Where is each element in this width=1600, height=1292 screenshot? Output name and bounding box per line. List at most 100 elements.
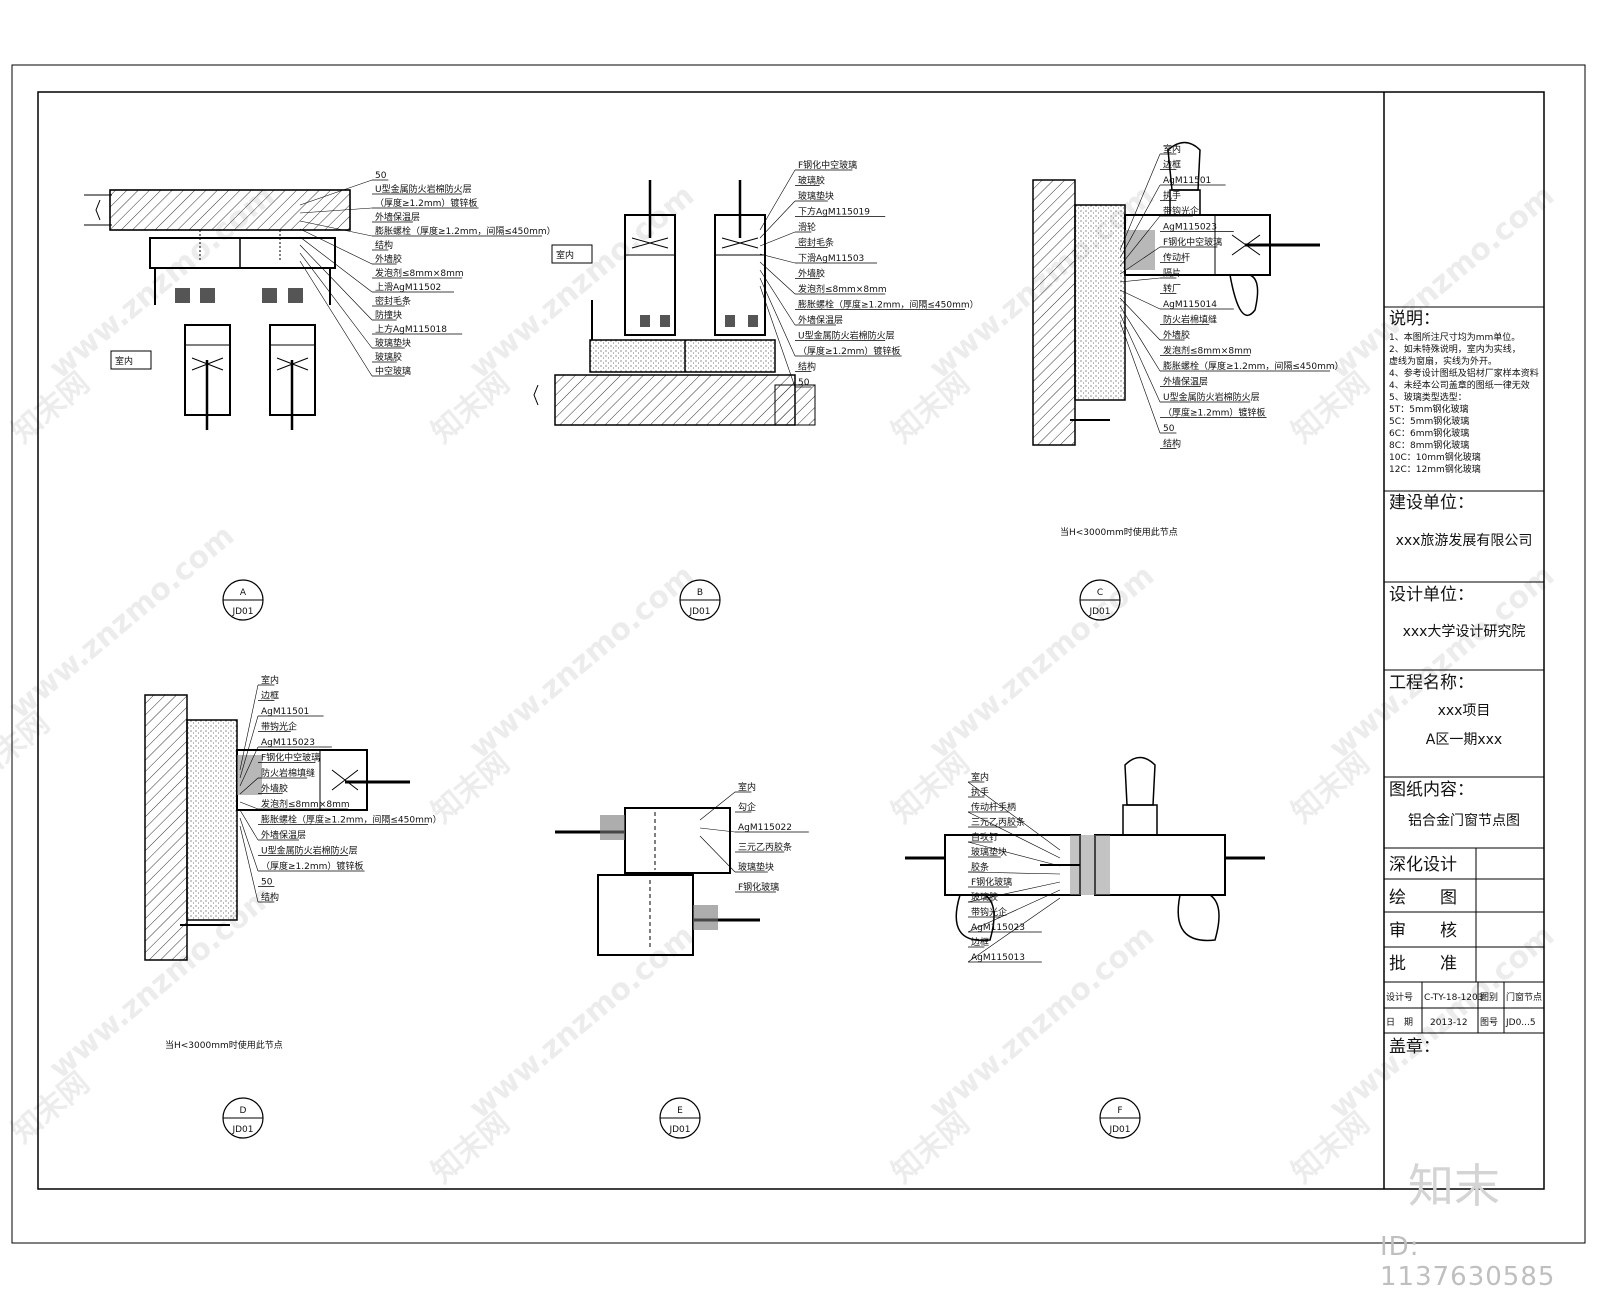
watermark-brand: 知末网 <box>1285 1106 1376 1191</box>
detail-letter: B <box>697 588 703 598</box>
detail-f-label: 带钩光企 <box>971 906 1007 918</box>
detail-f <box>905 756 1265 942</box>
detail-a-label: 膨胀螺栓（厚度≥1.2mm，间隔≤450mm） <box>375 225 556 237</box>
detail-b-label: 下滑AgM11503 <box>798 253 864 264</box>
detail-b-label: U型金属防火岩棉防火层 <box>798 330 895 342</box>
detail-e-label: 勾企 <box>738 801 756 813</box>
detail-letter: E <box>677 1106 683 1116</box>
designer-label: 设计单位： <box>1389 585 1474 605</box>
note-line: 1、本图所注尺寸均为mm单位。 <box>1389 331 1520 343</box>
detail-d-label: F钢化中空玻璃 <box>261 752 320 764</box>
content-label: 图纸内容： <box>1389 780 1474 800</box>
sheet-no-label: 图号 <box>1480 1017 1498 1028</box>
detail-b-label: 膨胀螺栓（厚度≥1.2mm，间隔≤450mm） <box>798 299 979 311</box>
detail-b-label: 结构 <box>798 361 816 373</box>
detail-e <box>555 807 760 956</box>
detail-d-label: 防火岩棉填缝 <box>261 767 315 779</box>
detail-c-label: 结构 <box>1163 438 1181 450</box>
detail-c <box>1032 141 1320 446</box>
detail-b-label: 玻璃垫块 <box>798 190 834 202</box>
note-line: 6C：6mm钢化玻璃 <box>1389 427 1469 439</box>
detail-b-label: 密封毛条 <box>798 237 834 249</box>
detail-e-label: 玻璃垫块 <box>738 861 774 873</box>
detail-b-label: 50 <box>798 378 810 388</box>
detail-c-note: 当H<3000mm时使用此节点 <box>1060 526 1178 538</box>
detail-f-label: 执手 <box>971 786 989 798</box>
project-line1: xxx项目 <box>1438 703 1491 719</box>
outer-border <box>11 64 1586 1244</box>
detail-b-label: 滑轮 <box>798 221 816 233</box>
detail-d-label: AgM115023 <box>261 738 315 748</box>
detail-b-label: F钢化中空玻璃 <box>798 159 857 171</box>
detail-a-label: 玻璃垫块 <box>375 337 411 349</box>
note-line: 2、如未特殊说明，室内为实线， <box>1389 343 1521 355</box>
watermark-brand: 知末网 <box>885 1106 976 1191</box>
detail-f-label: 玻璃垫块 <box>971 846 1007 858</box>
note-line: 10C：10mm钢化玻璃 <box>1389 451 1481 463</box>
watermark-brand: 知末网 <box>0 706 57 791</box>
detail-f-label: AgM115013 <box>971 953 1025 963</box>
watermark-brand: 知末网 <box>425 1106 516 1191</box>
detail-d-label: U型金属防火岩棉防火层 <box>261 845 358 857</box>
detail-d-label: 带钩光企 <box>261 721 297 733</box>
detail-f-label: 三元乙丙胶条 <box>971 816 1025 828</box>
detail-f-label: 自攻钉 <box>971 831 998 843</box>
watermark-brand: 知末网 <box>885 366 976 451</box>
detail-d-label: 50 <box>261 878 273 888</box>
detail-letter: D <box>240 1106 247 1116</box>
detail-d-label: 边框 <box>261 690 279 702</box>
detail-c-label: F钢化中空玻璃 <box>1163 236 1222 248</box>
detail-b-label: 发泡剂≤8mm×8mm <box>798 283 887 295</box>
detail-a-label: 上方AgM115018 <box>375 323 447 335</box>
detail-c-label: 转厂 <box>1163 283 1181 295</box>
seal-label: 盖章： <box>1389 1037 1440 1057</box>
detail-a-label: 外墙胶 <box>375 253 402 265</box>
detail-sheet-ref: JD01 <box>1108 1125 1130 1135</box>
client-label: 建设单位： <box>1389 493 1474 513</box>
detail-sheet-ref: JD01 <box>688 607 710 617</box>
detail-c-label: AgM11501 <box>1163 176 1211 186</box>
detail-b-label: 外墙保温层 <box>798 314 843 326</box>
detail-d-label: 膨胀螺栓（厚度≥1.2mm，间隔≤450mm） <box>261 814 442 826</box>
project-label: 工程名称： <box>1389 673 1474 693</box>
designer-name: xxx大学设计研究院 <box>1403 624 1526 640</box>
role-label: 绘 图 <box>1389 888 1457 908</box>
category-label: 图别 <box>1480 992 1498 1003</box>
detail-d-label: 外墙胶 <box>261 783 288 795</box>
detail-f-label: 玻璃胶 <box>971 891 998 903</box>
note-line: 虚线为窗扇，实线为外开。 <box>1389 355 1497 367</box>
detail-c-label: （厚度≥1.2mm）镀锌板 <box>1163 407 1265 419</box>
watermark-brand: 知末网 <box>5 1066 96 1151</box>
note-line: 5C：5mm钢化玻璃 <box>1389 415 1469 427</box>
detail-d-label: 室内 <box>261 674 279 686</box>
date-label: 日 期 <box>1386 1017 1413 1028</box>
detail-a-label: 上滑AgM11502 <box>375 282 441 293</box>
note-line: 5T：5mm钢化玻璃 <box>1389 403 1468 415</box>
role-label: 深化设计 <box>1389 855 1457 875</box>
detail-b-label: 外墙胶 <box>798 268 825 280</box>
detail-a-label: 玻璃胶 <box>375 351 402 363</box>
title-block-grid <box>1384 306 1544 1034</box>
detail-c-label: 外墙保温层 <box>1163 376 1208 388</box>
detail-d-note: 当H<3000mm时使用此节点 <box>165 1039 283 1051</box>
detail-d-label: AgM11501 <box>261 707 309 717</box>
detail-f-label: 胶条 <box>971 861 989 873</box>
detail-c-label: 外墙胶 <box>1163 329 1190 341</box>
detail-f-label: AgM115023 <box>971 923 1025 933</box>
detail-a-label: （厚度≥1.2mm）镀锌板 <box>375 197 477 209</box>
detail-c-label: 室内 <box>1163 143 1181 155</box>
watermark-brand: 知末网 <box>885 746 976 831</box>
detail-c-label: 隔片 <box>1163 267 1181 279</box>
brand-logo: 知末 <box>1408 1159 1500 1213</box>
room-tag: 室内 <box>115 355 133 367</box>
detail-e-label: 室内 <box>738 781 756 793</box>
watermark: www.znzmo.com <box>463 918 701 1126</box>
detail-sheet-ref: JD01 <box>231 1125 253 1135</box>
detail-a-label: 密封毛条 <box>375 295 411 307</box>
detail-letter: A <box>240 588 247 598</box>
detail-c-label: 发泡剂≤8mm×8mm <box>1163 345 1252 357</box>
detail-d-label: 结构 <box>261 891 279 903</box>
client-name: xxx旅游发展有限公司 <box>1396 533 1533 549</box>
detail-b <box>533 180 816 426</box>
